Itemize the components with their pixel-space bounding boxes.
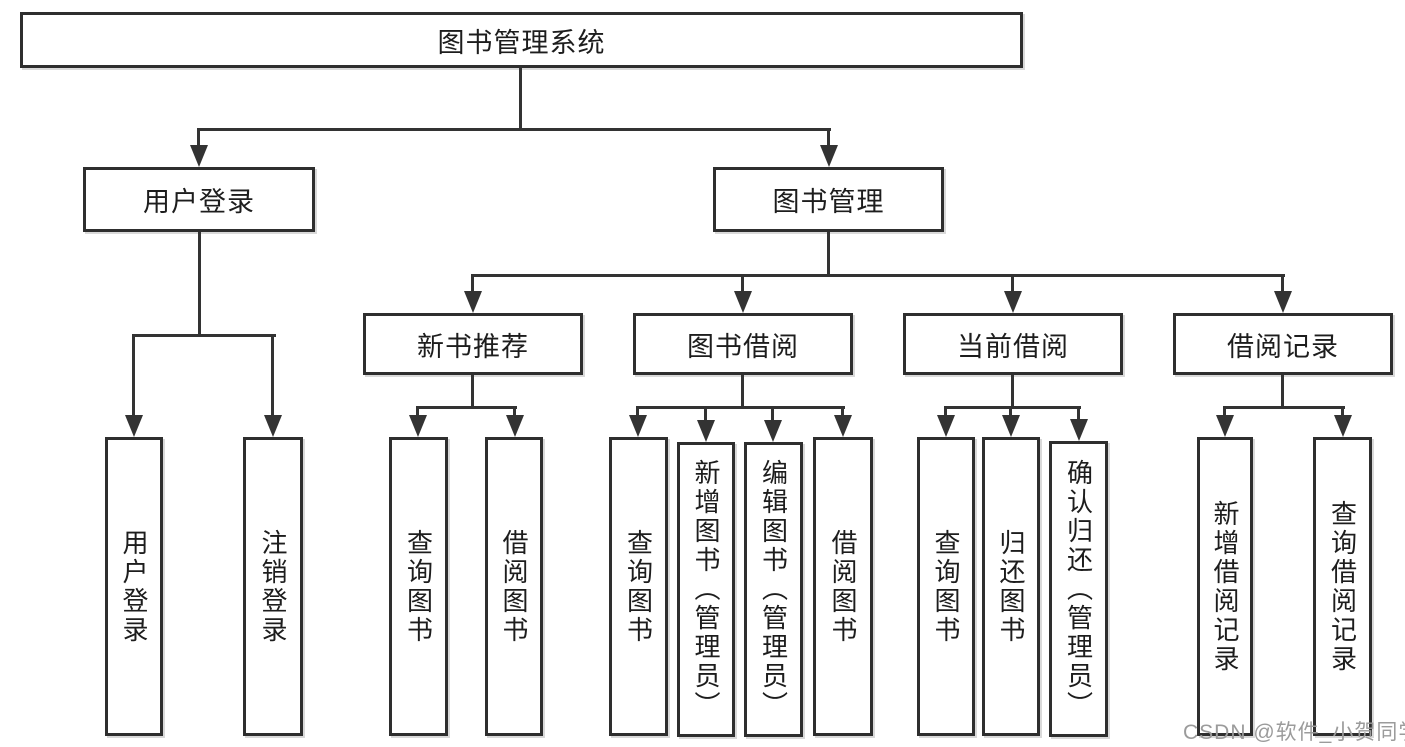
connector-query-book-c-stem — [944, 406, 947, 418]
connector-current-borrow-drop-line — [1011, 375, 1014, 408]
arrow-to-edit-book — [764, 420, 782, 442]
connector-book-management-drop-line — [827, 232, 830, 277]
connector-level2-bus-line — [198, 128, 831, 131]
arrow-to-logout-action — [264, 415, 282, 437]
csdn-watermark: CSDN @软件_小贺同学 — [1183, 721, 1405, 744]
arrow-to-book-borrow — [734, 291, 752, 313]
arrow-to-query-book-c — [937, 415, 955, 437]
connector-edit-book-stem — [771, 406, 774, 422]
connector-confirm-return-stem — [1077, 406, 1080, 421]
connector-borrow-book-b-stem — [841, 406, 844, 418]
arrow-to-current-borrow — [1004, 291, 1022, 313]
arrow-to-borrow-book-a — [506, 415, 524, 437]
connector-book-borrow-stem — [741, 274, 744, 294]
arrow-to-query-book-b — [629, 415, 647, 437]
connector-book-borrow-drop-line — [741, 375, 744, 408]
connector-level3-bus-line — [471, 274, 1285, 277]
leaf-logout-action: 注销登录 — [243, 437, 303, 736]
connector-new-book-stem — [471, 274, 474, 294]
connector-borrow-record-drop-line — [1281, 375, 1284, 408]
connector-user-login-bus-line — [133, 334, 276, 337]
leaf-add-book-admin: 新增图书（管理员） — [677, 442, 735, 737]
node-book-borrow: 图书借阅 — [633, 313, 853, 375]
arrow-to-user-login-action — [125, 415, 143, 437]
connector-user-login-child1-stem — [132, 334, 135, 418]
node-library-management-system: 图书管理系统 — [20, 12, 1023, 68]
connector-user-login-drop-line — [198, 232, 201, 337]
leaf-query-book-recommend: 查询图书 — [389, 437, 448, 736]
connector-query-book-b-stem — [636, 406, 639, 418]
connector-borrow-book-a-stem — [513, 406, 516, 418]
leaf-add-borrow-record: 新增借阅记录 — [1197, 437, 1253, 736]
connector-add-book-stem — [704, 406, 707, 422]
connector-query-record-stem — [1341, 406, 1344, 418]
node-current-borrow: 当前借阅 — [903, 313, 1123, 375]
node-user-login: 用户登录 — [83, 167, 315, 232]
connector-borrow-record-bus-line — [1223, 406, 1345, 409]
connector-query-book-a-stem — [416, 406, 419, 418]
leaf-query-book-current: 查询图书 — [917, 437, 975, 736]
arrow-to-return-book — [1002, 415, 1020, 437]
leaf-return-book: 归还图书 — [982, 437, 1040, 736]
connector-user-login-child2-stem — [271, 334, 274, 418]
leaf-user-login-action: 用户登录 — [105, 437, 163, 736]
connector-borrow-record-stem — [1281, 274, 1284, 294]
arrow-to-new-book-recommend — [464, 291, 482, 313]
leaf-query-book-borrow: 查询图书 — [609, 437, 668, 736]
leaf-borrow-book: 借阅图书 — [813, 437, 873, 736]
arrow-to-book-management — [820, 145, 838, 167]
leaf-query-borrow-record: 查询借阅记录 — [1313, 437, 1372, 736]
connector-new-book-bus-line — [416, 406, 517, 409]
node-new-book-recommend: 新书推荐 — [363, 313, 583, 375]
connector-user-login-stem — [197, 128, 200, 148]
arrow-to-borrow-book-b — [834, 415, 852, 437]
arrow-to-user-login — [190, 145, 208, 167]
arrow-to-add-record — [1216, 415, 1234, 437]
connector-current-borrow-stem — [1011, 274, 1014, 294]
arrow-to-query-book-a — [409, 415, 427, 437]
connector-new-book-drop-line — [471, 375, 474, 408]
arrow-to-query-record — [1334, 415, 1352, 437]
node-borrow-record: 借阅记录 — [1173, 313, 1393, 375]
leaf-edit-book-admin: 编辑图书（管理员） — [744, 442, 803, 737]
connector-book-borrow-bus-line — [636, 406, 845, 409]
arrow-to-add-book — [697, 420, 715, 442]
arrow-to-borrow-record — [1274, 291, 1292, 313]
connector-book-management-stem — [827, 128, 830, 148]
connector-root-drop-line — [519, 68, 522, 128]
connector-current-borrow-bus-line — [944, 406, 1081, 409]
leaf-borrow-book-recommend: 借阅图书 — [485, 437, 543, 736]
connector-add-record-stem — [1223, 406, 1226, 418]
arrow-to-confirm-return — [1070, 419, 1088, 441]
node-book-management: 图书管理 — [713, 167, 944, 232]
leaf-confirm-return-admin: 确认归还（管理员） — [1049, 441, 1108, 737]
connector-return-book-stem — [1009, 406, 1012, 418]
